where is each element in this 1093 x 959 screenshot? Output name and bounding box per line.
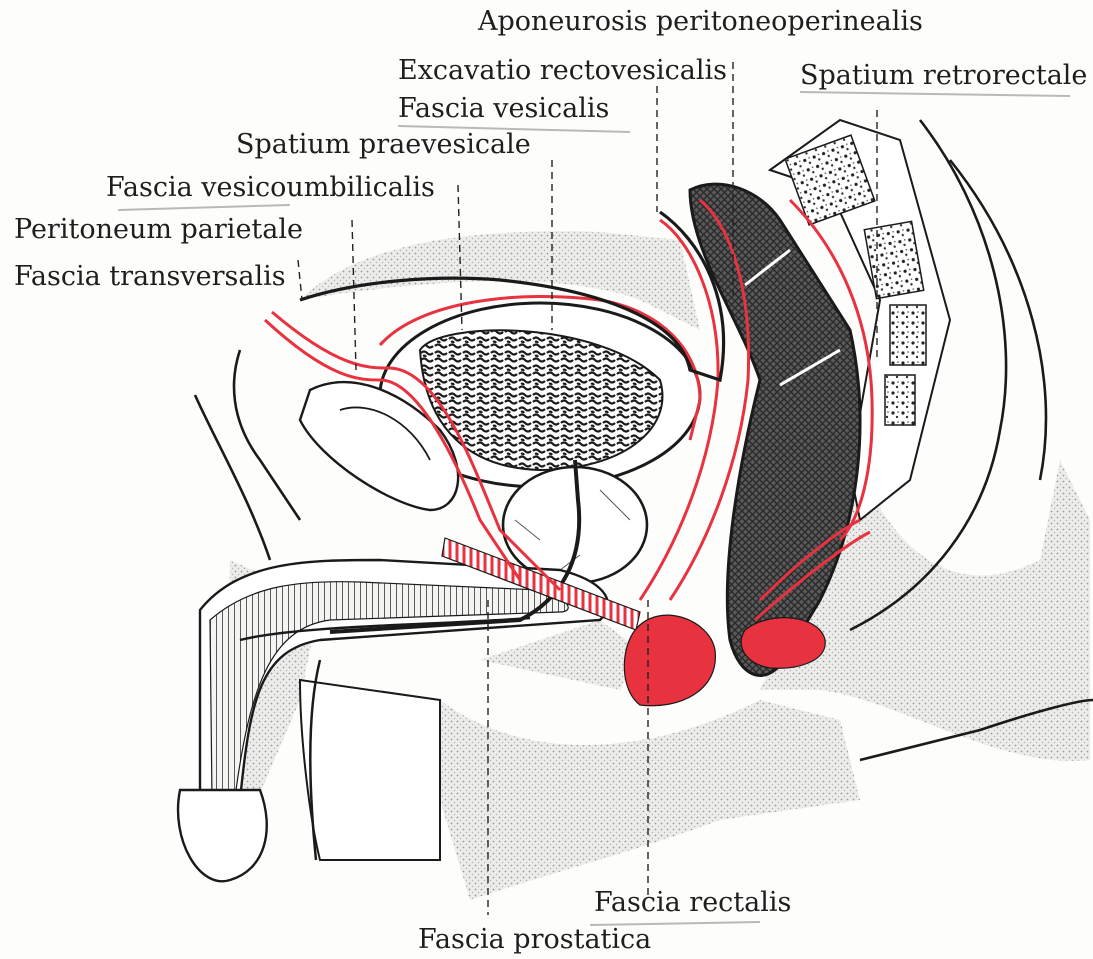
- label-fascia-vesicoumbilicalis: Fascia vesicoumbilicalis: [106, 172, 435, 203]
- sphincter: [624, 615, 825, 706]
- label-spatium-retrorectale: Spatium retrorectale: [800, 60, 1087, 91]
- label-spatium-praevesicale: Spatium praevesicale: [236, 129, 531, 160]
- label-fascia-transversalis: Fascia transversalis: [14, 261, 286, 292]
- label-fascia-rectalis: Fascia rectalis: [594, 887, 791, 918]
- label-fascia-vesicalis: Fascia vesicalis: [398, 93, 609, 124]
- label-fascia-prostatica: Fascia prostatica: [418, 924, 651, 955]
- label-aponeurosis: Aponeurosis peritoneoperinealis: [477, 6, 923, 37]
- label-excavatio: Excavatio rectovesicalis: [398, 55, 727, 86]
- label-peritoneum-parietale: Peritoneum parietale: [14, 214, 303, 245]
